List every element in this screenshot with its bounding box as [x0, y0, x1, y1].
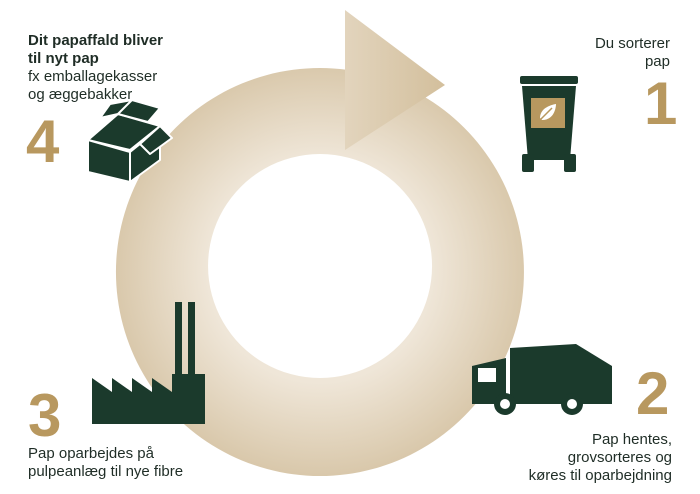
cycle-arrow — [115, 10, 524, 476]
step-2-number: 2 — [636, 360, 670, 427]
garbage-truck-icon — [472, 344, 612, 415]
step-3-number: 3 — [28, 382, 62, 449]
step-4-title-line-2: til nyt pap — [28, 50, 99, 67]
step-4-label: Dit papaffald bliver til nyt pap fx emba… — [28, 32, 163, 104]
factory-icon — [92, 302, 205, 424]
step-1-label: Du sorterer pap — [595, 35, 670, 71]
wheelie-bin-icon — [520, 76, 578, 172]
step-3-label: Pap oparbejdes på pulpeanlæg til nye fib… — [28, 445, 183, 481]
step-4-number: 4 — [26, 108, 60, 175]
step-4-line-1: fx emballagekasser — [28, 68, 158, 85]
step-1-line-1: Du sorterer — [594, 35, 670, 52]
step-3-line-1: Pap oparbejdes på — [28, 445, 154, 462]
cardboard-box-icon — [87, 99, 173, 183]
cycle-arrow-head — [345, 10, 445, 150]
step-1-line-2: pap — [644, 53, 670, 70]
step-4-title-line-1: Dit papaffald bliver — [28, 32, 164, 49]
step-2-line-2: grovsorteres og — [567, 449, 672, 466]
step-2-label: Pap hentes, grovsorteres og køres til op… — [529, 431, 672, 485]
cycle-ring — [115, 68, 524, 476]
step-2-line-3: køres til oparbejdning — [528, 467, 672, 484]
step-4-line-2: og æggebakker — [28, 86, 133, 103]
step-2-line-1: Pap hentes, — [591, 431, 672, 448]
step-1-number: 1 — [644, 70, 678, 137]
step-3-line-2: pulpeanlæg til nye fibre — [28, 463, 184, 480]
leaf-icon — [539, 104, 556, 121]
